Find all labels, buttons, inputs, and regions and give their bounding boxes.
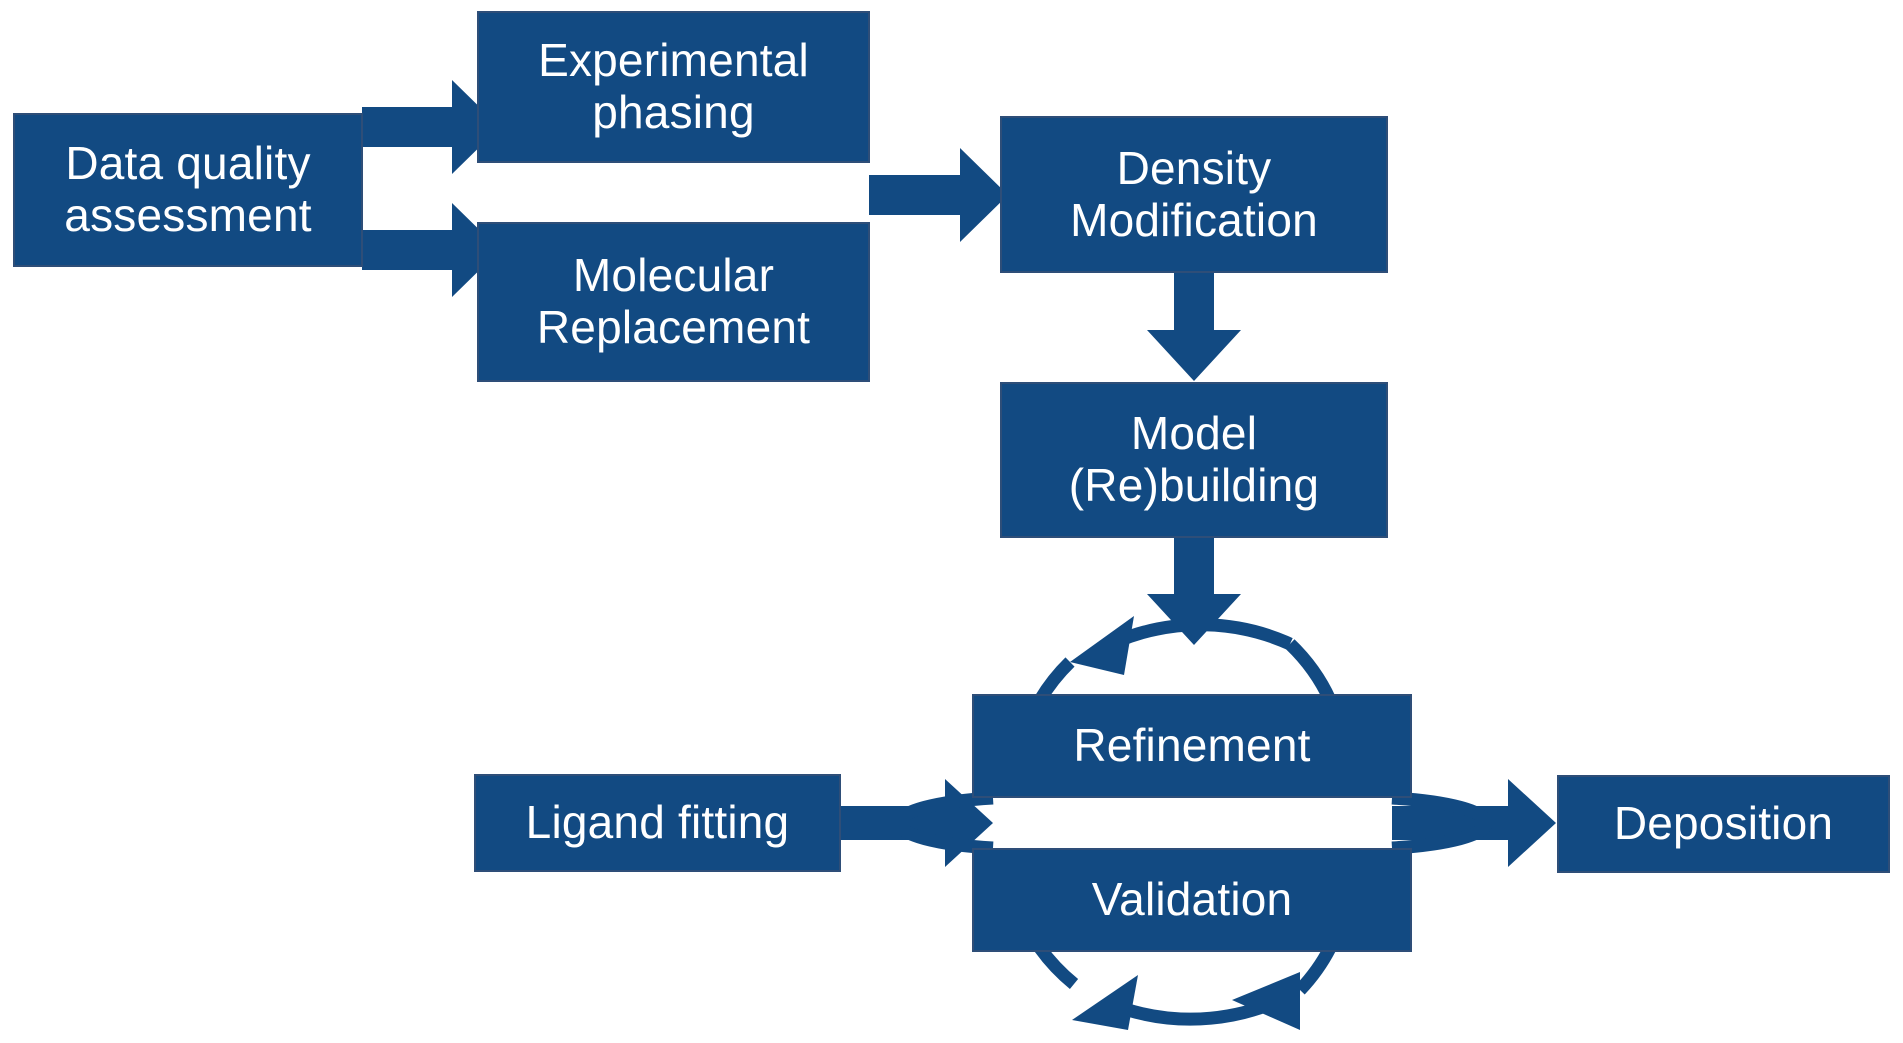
node-molecular-replacement[interactable]: Molecular Replacement bbox=[477, 222, 870, 382]
node-data-quality-assessment[interactable]: Data quality assessment bbox=[13, 113, 363, 267]
edge-dqa-to-molecular-replacement bbox=[362, 203, 500, 297]
node-validation[interactable]: Validation bbox=[972, 848, 1412, 952]
node-ligand-fitting[interactable]: Ligand fitting bbox=[474, 774, 841, 872]
node-deposition[interactable]: Deposition bbox=[1557, 775, 1890, 873]
edge-cycle-to-deposition bbox=[1392, 779, 1556, 867]
edge-model-rebuilding-to-cycle bbox=[1147, 532, 1241, 645]
edge-phasing-to-density-modification bbox=[869, 148, 1008, 242]
node-density-modification[interactable]: Density Modification bbox=[1000, 116, 1388, 273]
edge-dqa-to-experimental-phasing bbox=[362, 80, 500, 174]
edge-density-modification-to-model-rebuilding bbox=[1147, 268, 1241, 381]
node-experimental-phasing[interactable]: Experimental phasing bbox=[477, 11, 870, 163]
node-model-rebuilding[interactable]: Model (Re)building bbox=[1000, 382, 1388, 538]
edge-ligand-fitting-to-cycle bbox=[840, 779, 993, 867]
node-refinement[interactable]: Refinement bbox=[972, 694, 1412, 798]
